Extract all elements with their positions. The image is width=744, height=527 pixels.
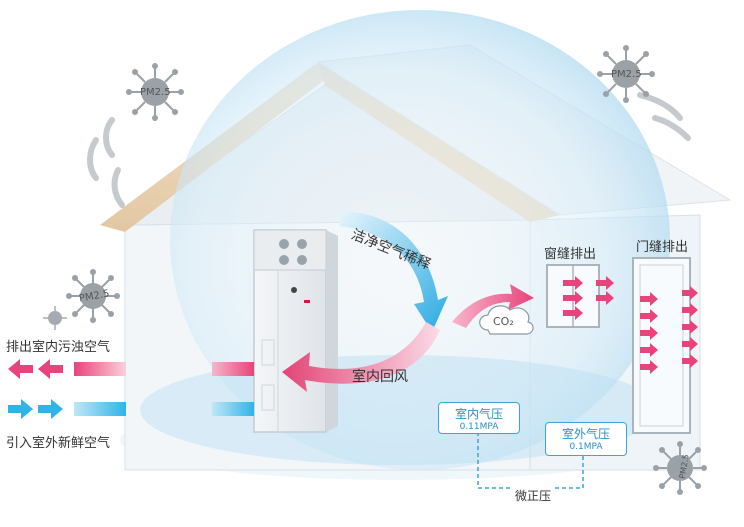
pm-particle-3	[66, 269, 120, 323]
outdoor-exhaust-bar	[74, 362, 126, 376]
door-exhaust-arrows	[640, 286, 698, 374]
pm-label-1: PM2.5	[140, 87, 171, 98]
co2-label: CO₂	[493, 315, 514, 328]
window-exhaust-arrows	[563, 276, 614, 320]
outdoor-pressure-value: 0.1MPA	[569, 442, 603, 452]
indoor-return-label: 室内回风	[352, 369, 408, 385]
door-exhaust-label: 门缝排出	[636, 240, 689, 255]
clean-air-arrow	[340, 211, 448, 332]
outdoor-pressure-box: 室外气压 0.1MPA	[545, 422, 627, 456]
pm-particle-4	[653, 441, 707, 495]
return-air-arrow	[282, 322, 440, 392]
outdoor-pressure-label: 室外气压	[561, 427, 610, 441]
pm-particle-2	[597, 45, 655, 103]
pm-particle-small	[43, 306, 67, 330]
outdoor-intake-bar	[74, 402, 126, 416]
indoor-pressure-box: 室内气压 0.11MPA	[438, 402, 520, 434]
co2-exhaust-arrow	[452, 284, 534, 328]
co2-cloud	[479, 305, 534, 335]
window-exhaust-label: 窗缝排出	[544, 247, 597, 262]
duct-intake	[212, 402, 254, 416]
pm-label-2: PM2.5	[611, 69, 642, 80]
micro-positive-pressure-label: 微正压	[512, 487, 555, 504]
door-frame	[632, 257, 691, 434]
fresh-air-unit	[253, 229, 338, 433]
exhaust-polluted-label: 排出室内污浊空气	[6, 340, 111, 355]
duct-exhaust	[212, 362, 254, 376]
indoor-pressure-value: 0.11MPA	[459, 422, 499, 432]
pm-particle-1	[126, 63, 184, 121]
intake-fresh-label: 引入室外新鲜空气	[6, 436, 111, 451]
outdoor-exhaust-arrows	[8, 359, 63, 379]
outdoor-intake-arrows	[8, 399, 63, 419]
indoor-pressure-label: 室内气压	[454, 407, 503, 421]
